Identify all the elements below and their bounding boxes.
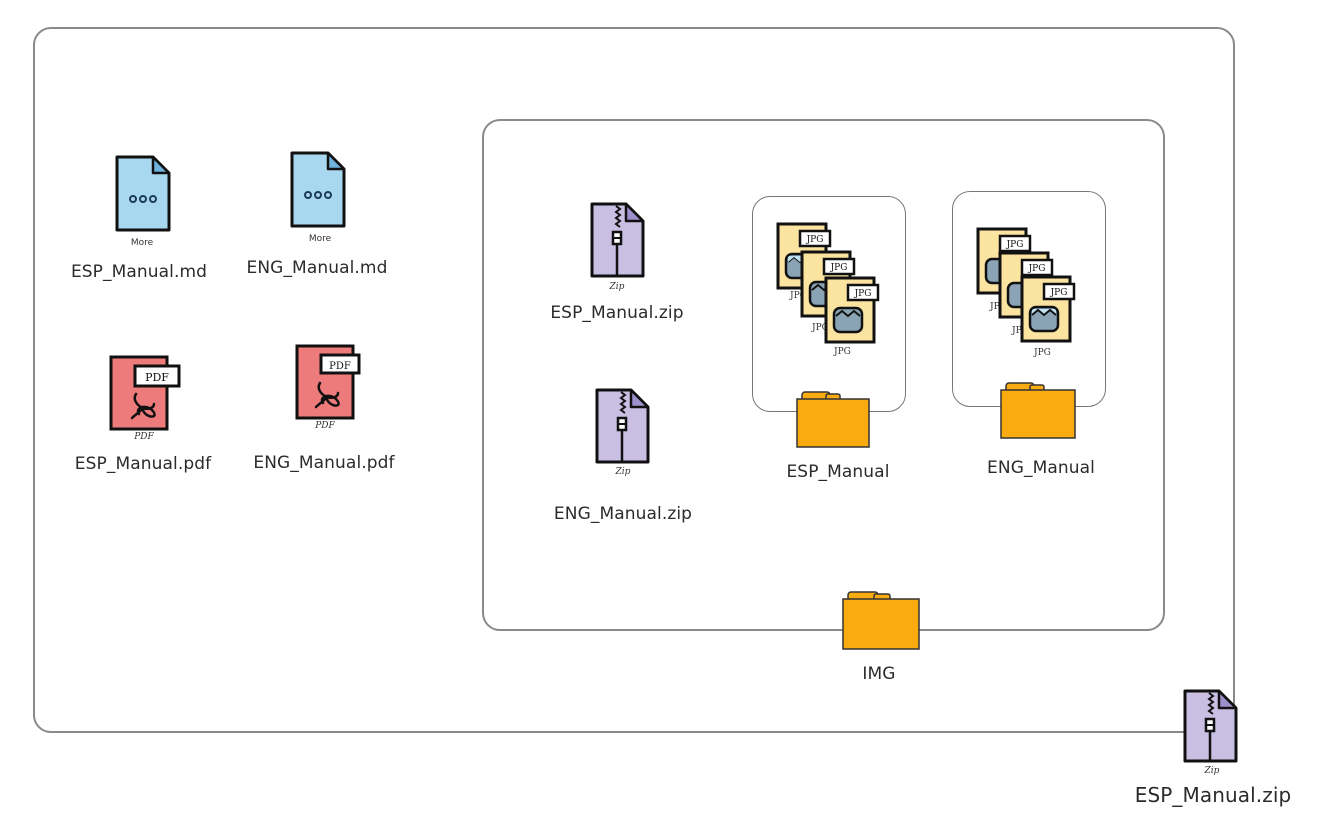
folder-img[interactable]: [842, 590, 920, 650]
markdown-file-icon: [290, 151, 346, 228]
zip-file-icon: [595, 388, 650, 464]
file-esp-manual-md[interactable]: [108, 154, 178, 289]
icon-caption: PDF: [134, 432, 154, 442]
svg-text:JPG: JPG: [811, 323, 829, 333]
svg-text:JPG: JPG: [1033, 348, 1051, 358]
svg-text:JPG: JPG: [1050, 288, 1068, 298]
acrobat-glyph: [314, 381, 340, 409]
img-folder-container: [482, 119, 1165, 631]
file-name-label: ENG_Manual.zip: [553, 504, 693, 524]
pdf-badge-text: PDF: [145, 371, 169, 384]
pdf-file-icon: PDF: [109, 355, 181, 431]
jpg-file-icon[interactable]: JPG JPG JPG JPG JPG JPG: [776, 222, 886, 362]
svg-text:JPG: JPG: [789, 291, 807, 301]
folder-name-label: IMG: [862, 664, 896, 684]
icon-caption: Zip: [609, 282, 625, 292]
svg-text:JPG: JPG: [1011, 326, 1029, 336]
file-name-label: ENG_Manual.pdf: [253, 453, 395, 473]
folder-esp-manual[interactable]: [796, 390, 870, 448]
icon-caption: More: [308, 234, 332, 244]
folder-name-label: ENG_Manual: [987, 458, 1095, 478]
file-name-label: ESP_Manual.zip: [1134, 783, 1292, 807]
svg-text:JPG: JPG: [833, 347, 851, 357]
svg-text:JPG: JPG: [1006, 240, 1024, 250]
svg-text:JPG: JPG: [806, 235, 824, 245]
root-archive-container: [33, 27, 1235, 733]
icon-caption: More: [130, 238, 154, 248]
folder-icon: [796, 391, 870, 448]
jpg-stack-esp: JPG JPG JPG JPG JPG JPG: [776, 222, 886, 362]
svg-text:JPG: JPG: [830, 263, 848, 273]
file-name-label: ESP_Manual.md: [70, 262, 208, 282]
folder-eng-manual[interactable]: [1000, 381, 1076, 439]
pdf-badge-text: PDF: [329, 361, 351, 372]
file-name-label: ESP_Manual.pdf: [74, 454, 212, 474]
jpg-stack-eng: JPG JPG JPG JPG JPG JPG: [976, 227, 1086, 367]
pdf-file-icon: PDF: [295, 344, 361, 420]
zip-file-icon: [590, 202, 645, 278]
file-esp-manual-pdf[interactable]: PDF: [109, 355, 190, 446]
svg-text:JPG: JPG: [854, 289, 872, 299]
file-name-label: ENG_Manual.md: [246, 258, 388, 278]
svg-text:JPG: JPG: [989, 302, 1007, 312]
jpg-file-icon[interactable]: JPG JPG JPG JPG JPG JPG: [976, 227, 1086, 367]
icon-caption: Zip: [615, 467, 631, 477]
folder-icon: [842, 591, 920, 650]
svg-text:JPG: JPG: [1028, 264, 1046, 274]
file-eng-manual-pdf[interactable]: PDF: [295, 344, 376, 435]
file-esp-manual-zip[interactable]: [590, 202, 650, 282]
icon-caption: PDF: [315, 421, 335, 431]
folder-icon: [1000, 382, 1076, 439]
root-archive-zip[interactable]: [1183, 689, 1243, 769]
acrobat-glyph: [130, 392, 156, 420]
icon-caption: Zip: [1204, 766, 1220, 776]
file-eng-manual-md[interactable]: [286, 150, 356, 285]
markdown-file-icon: [115, 155, 171, 232]
file-name-label: ESP_Manual.zip: [550, 303, 684, 323]
zip-file-icon: [1183, 689, 1238, 763]
file-eng-manual-zip[interactable]: [595, 388, 655, 468]
folder-name-label: ESP_Manual: [786, 462, 890, 482]
